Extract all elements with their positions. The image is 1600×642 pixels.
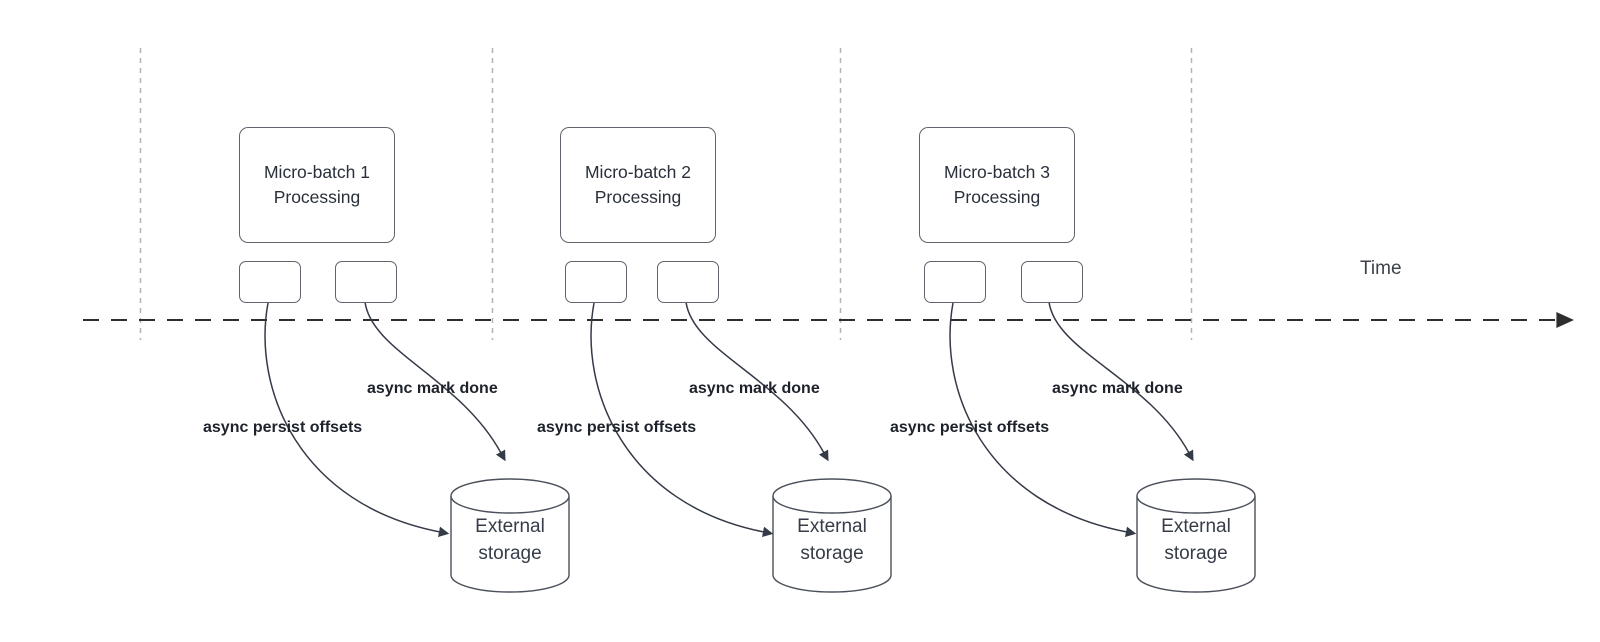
mark-done-label-2: async mark done bbox=[689, 380, 820, 397]
micro-batch-2-title-line2: Processing bbox=[594, 187, 682, 207]
micro-batch-1-processing-box: Micro-batch 1 Processing bbox=[239, 127, 395, 243]
external-storage-label-2-line1: External bbox=[797, 516, 867, 537]
micro-batch-3-processing-box: Micro-batch 3 Processing bbox=[919, 127, 1075, 243]
commit-task-box-1 bbox=[335, 261, 397, 303]
micro-batch-2-processing-box: Micro-batch 2 Processing bbox=[560, 127, 716, 243]
offset-task-box-3 bbox=[924, 261, 986, 303]
external-storage-cylinder-2 bbox=[772, 478, 892, 593]
mark-done-label-3: async mark done bbox=[1052, 380, 1183, 397]
external-storage-cylinder-1 bbox=[450, 478, 570, 593]
persist-offsets-label-1: async persist offsets bbox=[203, 419, 363, 436]
micro-batch-2-title-line1: Micro-batch 2 bbox=[584, 162, 691, 182]
micro-batch-3-title-line2: Processing bbox=[953, 187, 1041, 207]
offset-task-box-2 bbox=[565, 261, 627, 303]
persist-offsets-label-3: async persist offsets bbox=[890, 419, 1050, 436]
external-storage-label-3-line2: storage bbox=[1164, 543, 1228, 564]
micro-batch-1-title-line2: Processing bbox=[273, 187, 361, 207]
external-storage-label-3: External storage bbox=[1137, 513, 1255, 567]
external-storage-label-3-line1: External bbox=[1161, 516, 1231, 537]
mark-done-arrow-1 bbox=[364, 301, 506, 462]
mark-done-arrow-2 bbox=[685, 301, 829, 462]
time-axis-label: Time bbox=[1360, 258, 1402, 279]
persist-offsets-label-2: async persist offsets bbox=[537, 419, 697, 436]
micro-batch-3-title-line1: Micro-batch 3 bbox=[943, 162, 1050, 182]
offset-task-box-1 bbox=[239, 261, 301, 303]
mark-done-arrow-3 bbox=[1048, 301, 1194, 462]
external-storage-cylinder-3 bbox=[1136, 478, 1256, 593]
external-storage-label-2-line2: storage bbox=[800, 543, 864, 564]
external-storage-label-1-line2: storage bbox=[478, 543, 542, 564]
external-storage-label-1-line1: External bbox=[475, 516, 545, 537]
commit-task-box-3 bbox=[1021, 261, 1083, 303]
external-storage-label-1: External storage bbox=[451, 513, 569, 567]
persist-offsets-arrow-2 bbox=[590, 302, 774, 537]
persist-offsets-arrow-3 bbox=[949, 302, 1137, 537]
external-storage-label-2: External storage bbox=[773, 513, 891, 567]
commit-task-box-2 bbox=[657, 261, 719, 303]
persist-offsets-arrow-1 bbox=[264, 302, 450, 537]
mark-done-label-1: async mark done bbox=[367, 380, 498, 397]
micro-batch-1-title-line1: Micro-batch 1 bbox=[263, 162, 370, 182]
